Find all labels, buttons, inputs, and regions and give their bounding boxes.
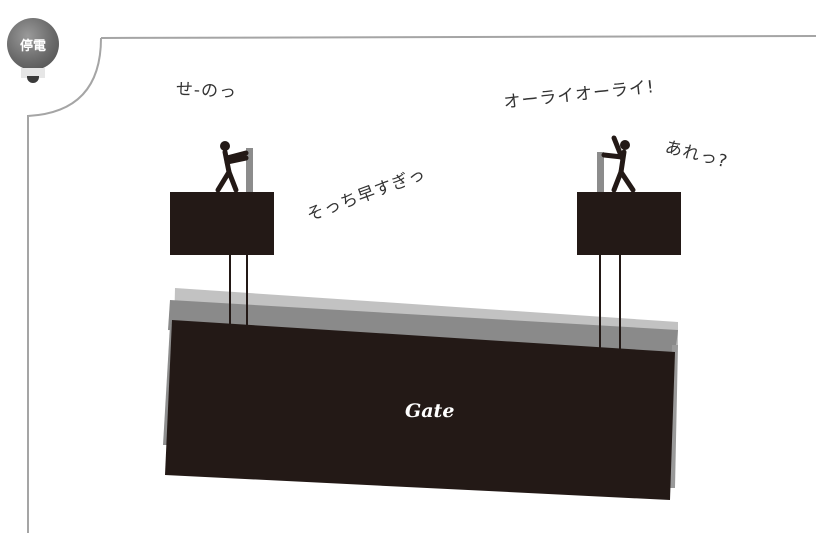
power-outage-label: 停電 <box>19 38 46 54</box>
gate-label: Gate <box>405 400 455 422</box>
right-platform <box>577 192 681 255</box>
gate-ghost-mid <box>168 300 678 355</box>
right-lever <box>597 152 604 192</box>
left-platform <box>170 192 274 255</box>
right-worker-figure <box>601 135 636 193</box>
left-worker-speech: せ-のっ <box>175 79 238 103</box>
power-outage-lamp-icon: 停電 <box>7 18 59 70</box>
lamp-base <box>21 68 45 83</box>
hoist-ropes <box>229 255 621 354</box>
gate-body <box>165 320 675 500</box>
left-lever <box>246 148 253 192</box>
panel-frame <box>27 35 816 533</box>
left-worker-figure <box>215 141 249 193</box>
